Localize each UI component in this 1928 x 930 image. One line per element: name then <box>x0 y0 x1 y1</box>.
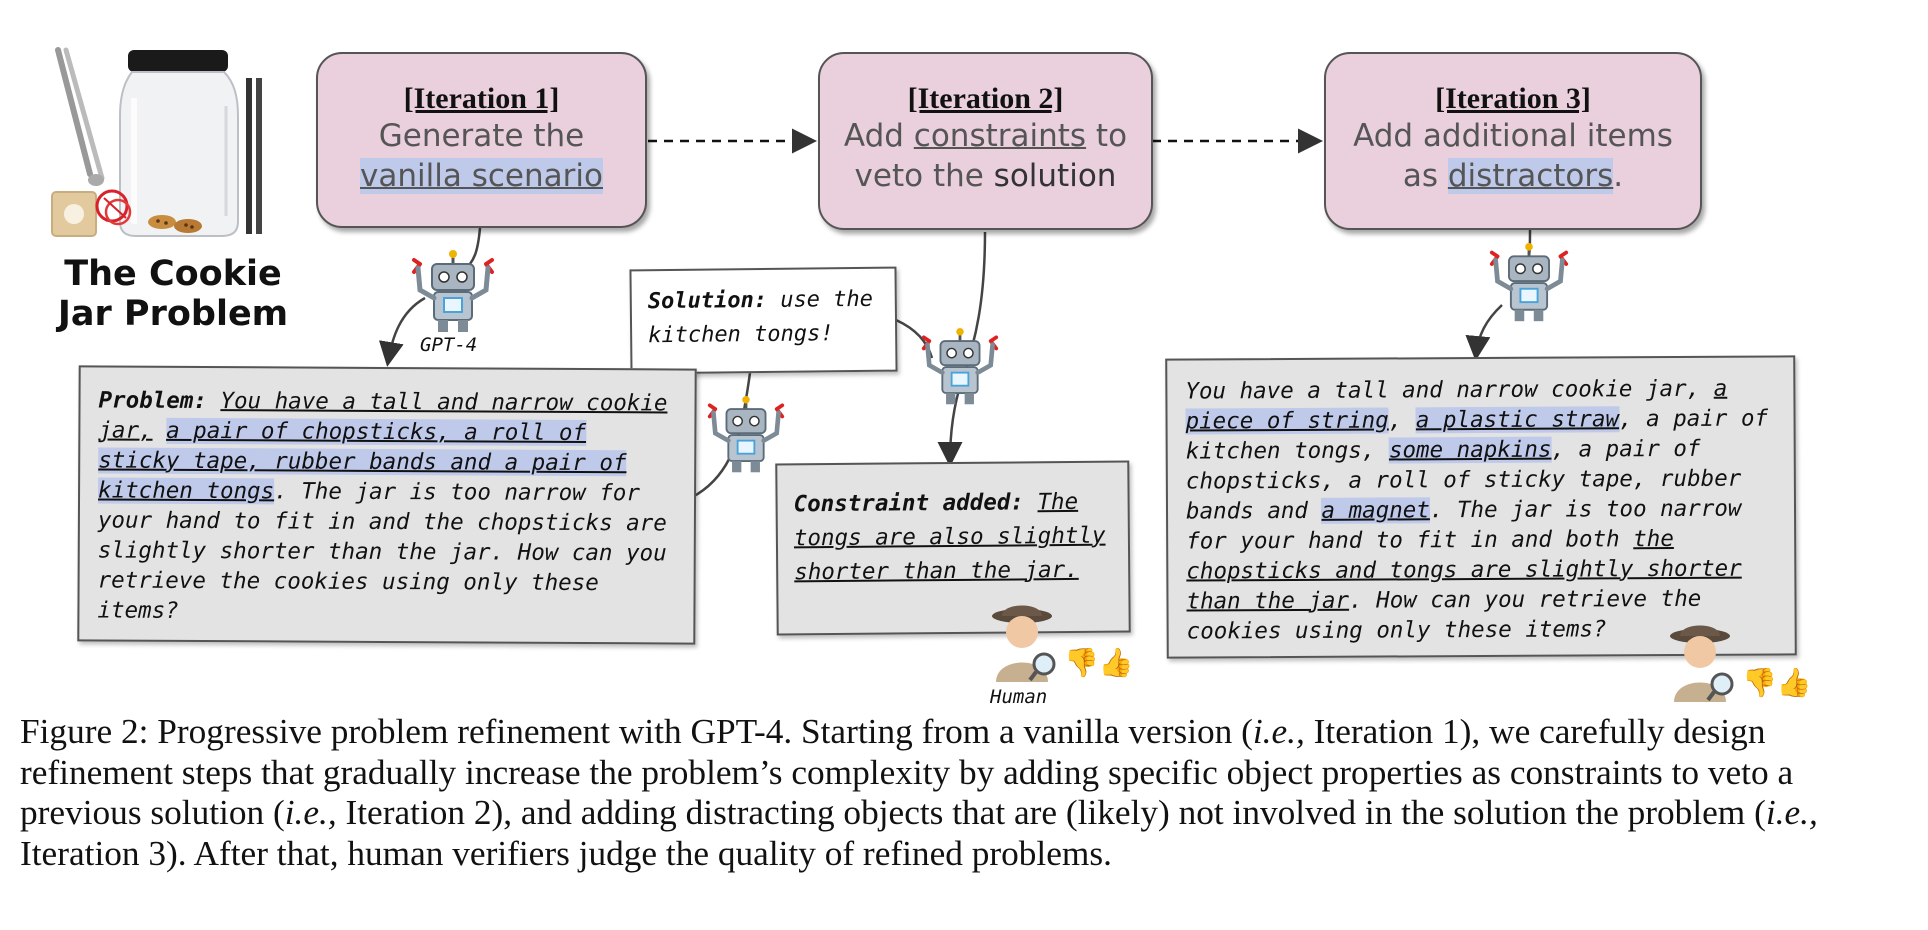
feedback-icons: 👎👍 <box>1064 648 1134 678</box>
distractor-text: , a pair of <box>1618 405 1769 433</box>
iteration-1-description: Generate the vanilla scenario <box>318 116 645 196</box>
problem-text: retrieve the cookies using only these <box>97 567 599 597</box>
problem-box: Problem: You have a tall and narrow cook… <box>77 365 697 645</box>
distractor-highlight: a <box>1713 375 1728 402</box>
problem-text: slightly shorter than the jar. How can y… <box>97 537 667 567</box>
cookie-jar-icon <box>119 50 239 237</box>
distractor-highlight: a magnet <box>1321 497 1430 524</box>
jar-title-line2: Jar Problem <box>57 294 289 334</box>
distractor-highlight: some napkins <box>1388 436 1552 464</box>
thumbs-up-icon: 👍 <box>1098 646 1134 679</box>
connector-robot-problem <box>378 296 426 367</box>
iteration-2-box: [Iteration 2] Add constraints to veto th… <box>818 52 1153 230</box>
iteration-1-line1: Generate the <box>378 118 585 154</box>
distractor-text: bands and <box>1185 497 1322 525</box>
iteration-2-constraints: constraints <box>913 118 1087 154</box>
distractor-text: . The jar is too narrow <box>1429 495 1742 524</box>
distractor-text: kitchen tongs, <box>1185 437 1389 465</box>
solution-text: kitchen tongs! <box>648 321 834 349</box>
jar-title-line1: The Cookie <box>64 254 282 294</box>
robot-icon <box>1489 243 1569 322</box>
distractor-text: You have a tall and narrow cookie jar, <box>1185 375 1714 405</box>
caption-ie: i.e., <box>1252 712 1305 751</box>
iteration-2-title: [Iteration 2] <box>907 82 1064 115</box>
solution-text: use the <box>766 286 874 313</box>
connector-robot3-text <box>1465 304 1503 361</box>
distractor-underline: chopsticks and tongs are slightly shorte… <box>1186 555 1742 585</box>
thumbs-up-icon: 👍 <box>1776 666 1812 699</box>
iteration-2-solution: solution <box>993 158 1117 194</box>
constraint-label: Constraint added: <box>793 489 1025 518</box>
robot-icon <box>921 328 999 405</box>
iteration-1-box: [Iteration 1] Generate the vanilla scena… <box>316 52 647 228</box>
figure-caption: Figure 2: Progressive problem refinement… <box>20 712 1915 874</box>
iteration-3-title: [Iteration 3] <box>1435 82 1591 115</box>
feedback-icons: 👎👍 <box>1742 668 1812 698</box>
iteration-3-line1: Add additional items <box>1353 118 1673 154</box>
caption-text: Figure 2: Progressive problem refinement… <box>20 712 1253 751</box>
robot-icon <box>707 396 785 473</box>
problem-text: jar, <box>98 417 153 444</box>
thumbs-down-icon: 👎 <box>1742 666 1777 699</box>
solution-label: Solution: <box>647 287 768 315</box>
problem-text: your hand to fit in and the chopsticks a… <box>97 507 667 537</box>
detective-icon <box>1670 625 1734 702</box>
caption-text: Iteration 2), and adding distracting obj… <box>336 793 1766 832</box>
iteration-3-text: . <box>1613 158 1624 194</box>
problem-highlight: kitchen tongs <box>98 477 275 505</box>
problem-text: . The jar is too narrow for <box>274 478 640 507</box>
distractor-text: , a pair of <box>1551 435 1701 463</box>
iteration-2-text: to <box>1086 118 1128 154</box>
jar-problem-title: The Cookie Jar Problem <box>54 254 292 334</box>
caption-ie: i.e., <box>1765 793 1818 832</box>
caption-text: Iteration 3). After that, human verifier… <box>20 833 1112 873</box>
caption-text: Iteration 1), we carefully design refine… <box>20 712 1794 832</box>
constraint-text: tongs are also slightly <box>793 522 1106 552</box>
distractor-text: . How can you retrieve the <box>1348 585 1702 614</box>
problem-text: items? <box>97 597 179 624</box>
problem-highlight: sticky tape, rubber bands and a pair of <box>98 447 627 477</box>
iteration-3-distractors: distractors <box>1447 158 1614 194</box>
distractor-underline: the <box>1633 525 1674 553</box>
iteration-3-text: as <box>1402 158 1448 194</box>
human-label: Human <box>990 686 1048 708</box>
iteration-3-text-box: You have a tall and narrow cookie jar, a… <box>1165 355 1797 659</box>
caption-ie: i.e., <box>284 793 337 832</box>
distractor-text: for your hand to fit in and both <box>1186 526 1634 555</box>
solution-box: Solution: use the kitchen tongs! <box>629 266 898 375</box>
problem-highlight: a pair of chopsticks, a roll of <box>166 417 587 447</box>
cookie-jar-illustration <box>50 46 280 242</box>
iteration-2-text: Add <box>843 118 914 154</box>
tongs-icon <box>55 47 105 186</box>
distractor-highlight: piece of string <box>1185 407 1389 435</box>
distractor-highlight: a plastic straw <box>1415 406 1620 434</box>
gpt4-label: GPT-4 <box>420 334 478 356</box>
thumbs-down-icon: 👎 <box>1064 646 1099 679</box>
connector-solution-robot2 <box>895 318 934 359</box>
chopsticks-icon <box>246 78 262 234</box>
constraint-text: shorter than the jar. <box>794 556 1079 586</box>
rubber-band-icon <box>95 189 132 226</box>
constraint-box: Constraint added: The tongs are also sli… <box>775 460 1131 636</box>
iteration-3-description: Add additional items as distractors. <box>1326 116 1700 196</box>
iteration-3-box: [Iteration 3] Add additional items as di… <box>1324 52 1702 230</box>
detective-icon <box>992 605 1056 682</box>
problem-text: You have a tall and narrow cookie <box>220 388 668 417</box>
constraint-text: The <box>1037 488 1079 516</box>
iteration-2-text: veto the <box>854 158 994 194</box>
iteration-2-description: Add constraints to veto the solution <box>820 116 1151 196</box>
tape-icon <box>51 191 97 237</box>
problem-label: Problem: <box>98 387 207 415</box>
iteration-1-highlight: vanilla scenario <box>360 158 603 194</box>
distractor-text: , <box>1388 407 1416 434</box>
distractor-text: chopsticks, a roll of sticky tape, rubbe… <box>1185 465 1742 495</box>
iteration-1-title: [Iteration 1] <box>403 82 560 115</box>
distractor-underline: than the jar <box>1186 587 1350 615</box>
robot-icon <box>412 250 494 332</box>
